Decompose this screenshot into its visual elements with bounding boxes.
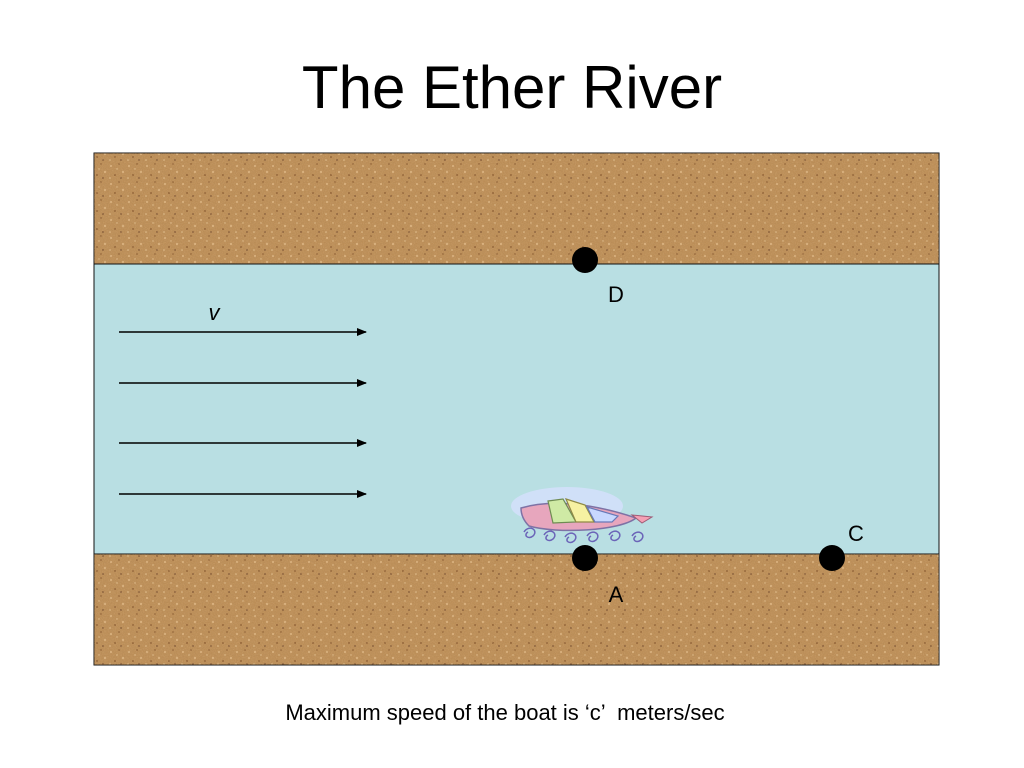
point-d-label: D	[608, 282, 624, 307]
upper-bank-texture	[94, 153, 939, 264]
point-a-marker	[572, 545, 598, 571]
point-c-label: C	[848, 521, 864, 546]
slide-caption: Maximum speed of the boat is ‘c’ meters/…	[0, 702, 1010, 724]
point-a-label: A	[609, 582, 624, 607]
river-scene	[94, 153, 939, 665]
point-c-marker	[819, 545, 845, 571]
lower-bank-texture	[94, 554, 939, 665]
point-d-marker	[572, 247, 598, 273]
